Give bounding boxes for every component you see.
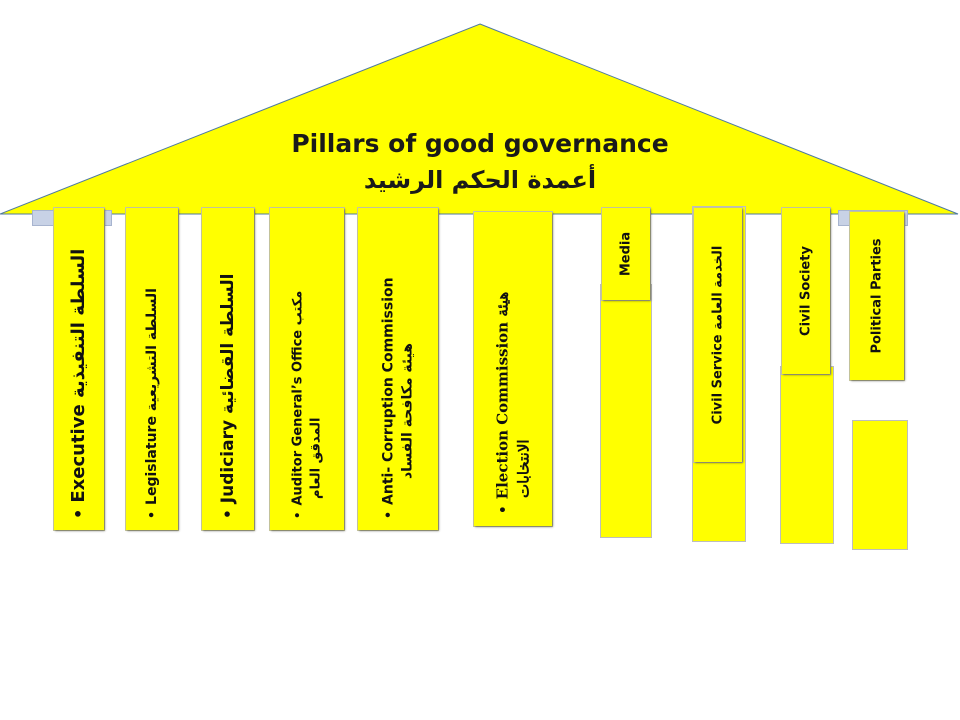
pillar-executive-arabic: السلطة التنفيذية bbox=[68, 248, 89, 399]
pillar-civil-society-base bbox=[780, 366, 834, 544]
pillar-election-commission-arabic-b: الانتخابات bbox=[514, 439, 533, 498]
pillar-civil-service-text: Civil Service الخدمة العامة bbox=[711, 246, 726, 425]
pillar-auditor-general-arabic-b: المدقق العام bbox=[308, 417, 324, 499]
pillar-legislature: •Legislature السلطة التشريعية bbox=[126, 208, 178, 530]
diagram-subtitle-arabic: أعمدة الحكم الرشيد bbox=[363, 166, 597, 194]
pillar-election-commission-text: •Election Commission هيئة الانتخابات bbox=[493, 291, 533, 514]
pillar-legislature-label: Legislature bbox=[144, 416, 160, 505]
pillar-auditor-general: •Auditor General’s Office مكتب المدقق ال… bbox=[270, 208, 344, 530]
pillar-legislature-arabic: السلطة التشريعية bbox=[144, 288, 160, 412]
diagram-title: Pillars of good governance bbox=[291, 129, 669, 158]
pillar-executive-text: •Executive السلطة التنفيذية bbox=[68, 248, 89, 519]
pillar-judiciary: •Judiciary السلطة القضائية bbox=[202, 208, 254, 530]
pillar-civil-service: Civil Service الخدمة العامة bbox=[694, 208, 742, 462]
pillar-auditor-general-label: Auditor General’s Office bbox=[290, 329, 306, 506]
pillar-executive-label: Executive bbox=[68, 404, 89, 503]
pillar-political-parties-label: Political Parties bbox=[869, 238, 885, 354]
pillar-political-parties: Political Parties bbox=[850, 212, 904, 380]
pillar-auditor-general-text: •Auditor General’s Office مكتب المدقق ال… bbox=[290, 290, 324, 519]
pillar-election-commission: •Election Commission هيئة الانتخابات bbox=[474, 212, 552, 526]
pillar-civil-service-arabic: الخدمة العامة bbox=[710, 245, 726, 330]
pillar-judiciary-text: •Judiciary السلطة القضائية bbox=[218, 273, 238, 519]
pillar-election-commission-label: Election Commission bbox=[493, 321, 512, 500]
pillar-auditor-general-arabic-a: مكتب bbox=[290, 290, 306, 326]
pillar-election-commission-arabic-a: هيئة bbox=[493, 291, 512, 317]
pillar-anti-corruption-label: Anti- Corruption Commission bbox=[380, 277, 397, 505]
pillar-media-base bbox=[600, 284, 652, 538]
pillar-judiciary-label: Judiciary bbox=[218, 419, 238, 504]
pillar-civil-service-label: Civil Service bbox=[710, 334, 726, 425]
pillar-civil-society-label: Civil Society bbox=[798, 246, 814, 336]
pillar-anti-corruption-arabic: هيئة مكافحة الفساد bbox=[399, 342, 416, 479]
pillar-media-label: Media bbox=[618, 231, 634, 277]
pillar-media: Media bbox=[602, 208, 650, 300]
pillar-anti-corruption: •Anti- Corruption Commission هيئة مكافحة… bbox=[358, 208, 438, 530]
pillar-executive: •Executive السلطة التنفيذية bbox=[54, 208, 104, 530]
pillar-civil-society: Civil Society bbox=[782, 208, 830, 374]
pillar-legislature-text: •Legislature السلطة التشريعية bbox=[144, 288, 160, 519]
pillar-judiciary-arabic: السلطة القضائية bbox=[218, 273, 238, 415]
pillar-political-parties-base bbox=[852, 420, 908, 550]
pillar-anti-corruption-text: •Anti- Corruption Commission هيئة مكافحة… bbox=[380, 277, 416, 519]
